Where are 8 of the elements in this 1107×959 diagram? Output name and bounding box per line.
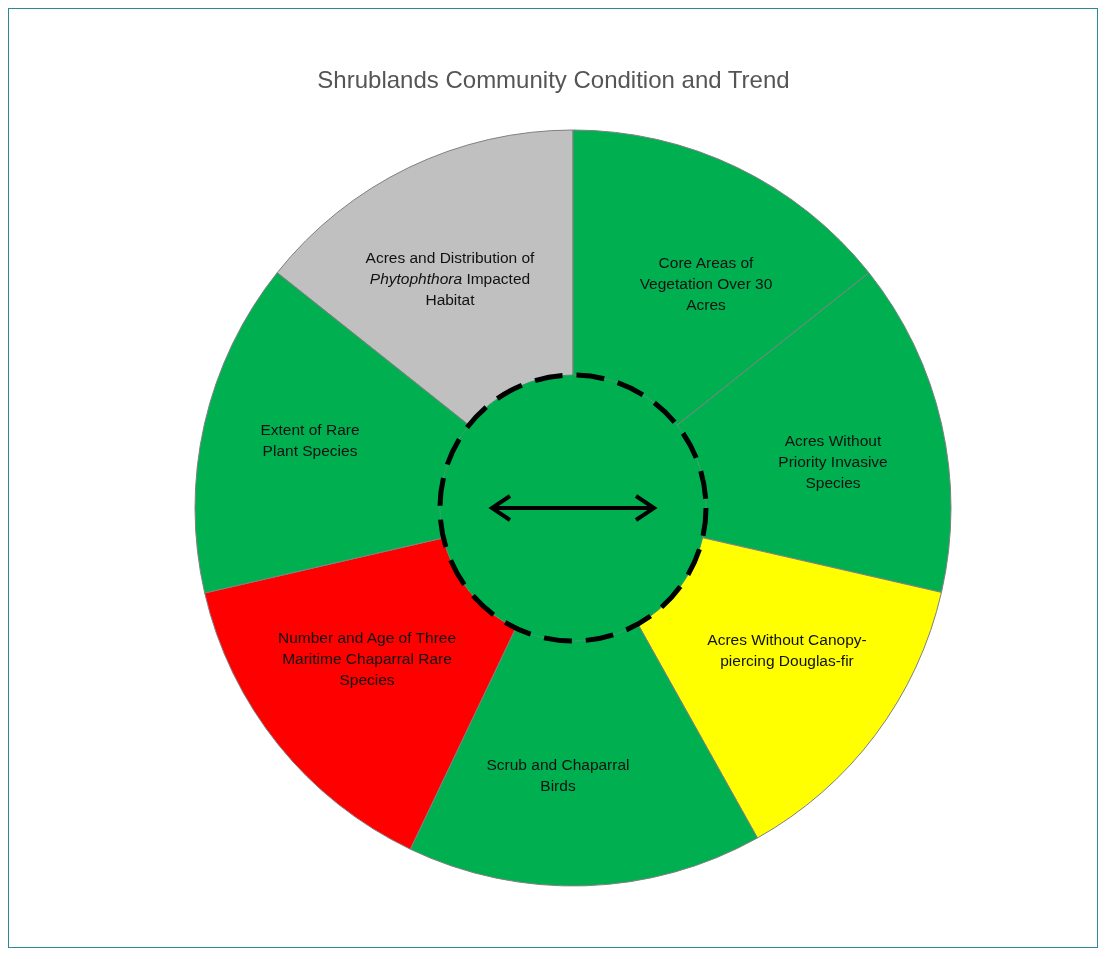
- segment-label: Extent of Rare Plant Species: [259, 420, 361, 461]
- segment-label: Core Areas of Vegetation Over 30 Acres: [638, 253, 774, 315]
- segment-label: Acres Without Canopy-piercing Douglas-fir: [706, 630, 868, 671]
- diagram-title: Shrublands Community Condition and Trend: [316, 66, 791, 94]
- segment-label: Acres and Distribution of Phytophthora Impacted Habitat: [364, 248, 536, 310]
- segment-label: Acres Without Priority Invasive Species: [777, 431, 889, 493]
- segment-label: Scrub and Chaparral Birds: [485, 755, 631, 796]
- segment-label: Number and Age of Three Maritime Chaparral Rare Species: [276, 628, 458, 690]
